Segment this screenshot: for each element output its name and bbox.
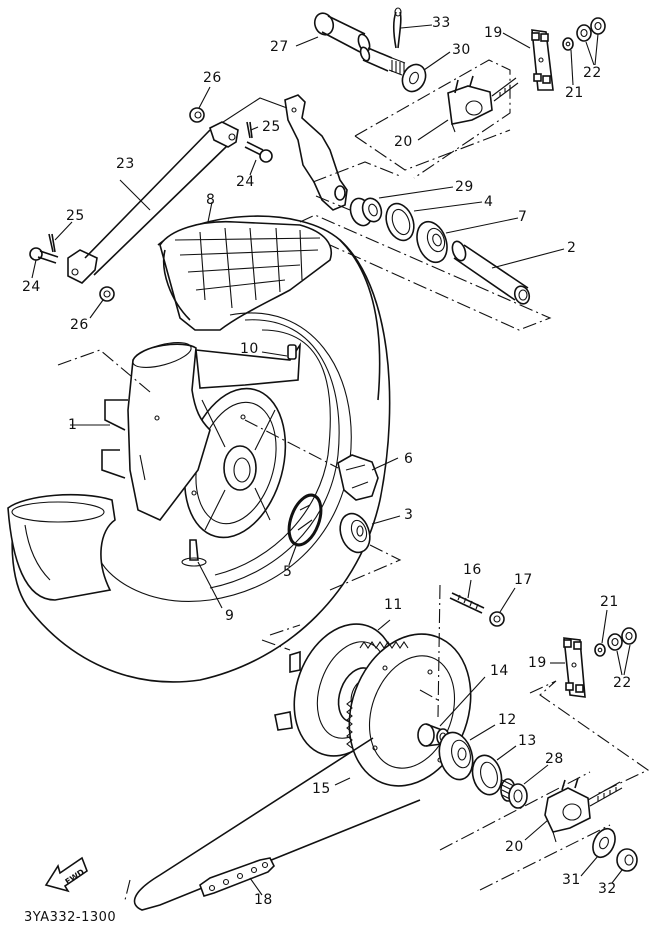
- washer-21-top: [562, 37, 574, 51]
- nut-22-bottom: [607, 627, 637, 651]
- nut-32: [616, 848, 638, 872]
- label-part-24-left: 24: [22, 279, 41, 295]
- label-part-26-top: 26: [203, 70, 222, 86]
- label-part-31: 31: [562, 872, 581, 888]
- nut-22-top: [576, 17, 606, 42]
- label-part-2: 2: [567, 240, 577, 256]
- label-part-23: 23: [116, 156, 135, 172]
- damper-6: [337, 454, 379, 501]
- label-part-3: 3: [404, 507, 414, 523]
- collar-29: [349, 197, 383, 227]
- label-part-11: 11: [384, 597, 403, 613]
- label-part-25-left: 25: [66, 208, 85, 224]
- bolt-24-top: [244, 141, 273, 163]
- label-part-15: 15: [312, 781, 331, 797]
- label-part-24-top: 24: [236, 174, 255, 190]
- label-part-29: 29: [455, 179, 474, 195]
- hub-housing-1: [101, 342, 301, 521]
- bearing-3: [339, 512, 371, 554]
- label-part-33: 33: [432, 15, 451, 31]
- tire-8: [11, 215, 391, 683]
- label-part-19-top: 19: [484, 25, 503, 41]
- label-part-26-bottom: 26: [70, 317, 89, 333]
- label-part-28: 28: [545, 751, 564, 767]
- label-part-21-bottom: 21: [600, 594, 619, 610]
- stud-16: [449, 592, 485, 614]
- tension-bar-23: [67, 121, 239, 284]
- label-part-22-bottom: 22: [613, 675, 632, 691]
- label-part-16: 16: [463, 562, 482, 578]
- diagram-reference-code: 3YA332-1300: [24, 910, 117, 925]
- label-part-18: 18: [254, 892, 273, 908]
- fwd-arrow-icon: [44, 856, 88, 893]
- label-part-10: 10: [240, 341, 259, 357]
- label-part-22-top: 22: [583, 65, 602, 81]
- bearing-12: [438, 731, 474, 781]
- chain-puller-20-top: [354, 59, 519, 179]
- bolt-24-left: [29, 247, 59, 264]
- chain-puller-20-bottom: [544, 777, 623, 843]
- collar-28: [500, 778, 528, 809]
- label-part-8: 8: [206, 192, 216, 208]
- label-part-21-top: 21: [565, 85, 584, 101]
- label-part-7: 7: [518, 209, 528, 225]
- label-part-25-top: 25: [262, 119, 281, 135]
- label-part-12: 12: [498, 712, 517, 728]
- wheel-rim: [99, 312, 352, 602]
- balance-weight-10: [287, 344, 297, 360]
- tire-section-left: [7, 493, 116, 601]
- label-part-32: 32: [598, 881, 617, 897]
- bearing-7: [416, 220, 448, 264]
- label-part-4: 4: [484, 194, 494, 210]
- nut-26-top: [189, 107, 205, 123]
- oil-seal-13: [471, 754, 503, 796]
- label-part-20-top: 20: [394, 134, 413, 150]
- label-part-1: 1: [68, 417, 78, 433]
- label-part-20-bottom: 20: [505, 839, 524, 855]
- label-part-27: 27: [270, 39, 289, 55]
- valve-9: [181, 539, 207, 567]
- swingarm-bracket: [284, 94, 401, 211]
- label-part-5: 5: [283, 564, 293, 580]
- nut-17: [489, 611, 505, 627]
- washer-21-bottom: [594, 643, 606, 657]
- cotter-pin-33: [392, 7, 402, 49]
- shaft-27: [313, 12, 371, 53]
- label-part-13: 13: [518, 733, 537, 749]
- label-part-17: 17: [514, 572, 533, 588]
- nut-26-bottom: [99, 286, 115, 302]
- o-ring-5: [287, 493, 323, 547]
- label-part-14: 14: [490, 663, 509, 679]
- drive-chain-18: [124, 737, 421, 911]
- axle-2: [451, 240, 531, 305]
- washer-31: [592, 827, 616, 859]
- label-part-30: 30: [452, 42, 471, 58]
- label-part-6: 6: [404, 451, 414, 467]
- label-part-19-bottom: 19: [528, 655, 547, 671]
- shaft-end-27: [359, 46, 406, 76]
- washer-30: [401, 63, 427, 93]
- label-part-9: 9: [225, 608, 235, 624]
- cotter-25-left: [48, 233, 56, 253]
- adjusting-plate-19-top: [531, 29, 554, 91]
- adjusting-plate-19-bottom: [563, 637, 586, 698]
- oil-seal-4: [385, 202, 415, 242]
